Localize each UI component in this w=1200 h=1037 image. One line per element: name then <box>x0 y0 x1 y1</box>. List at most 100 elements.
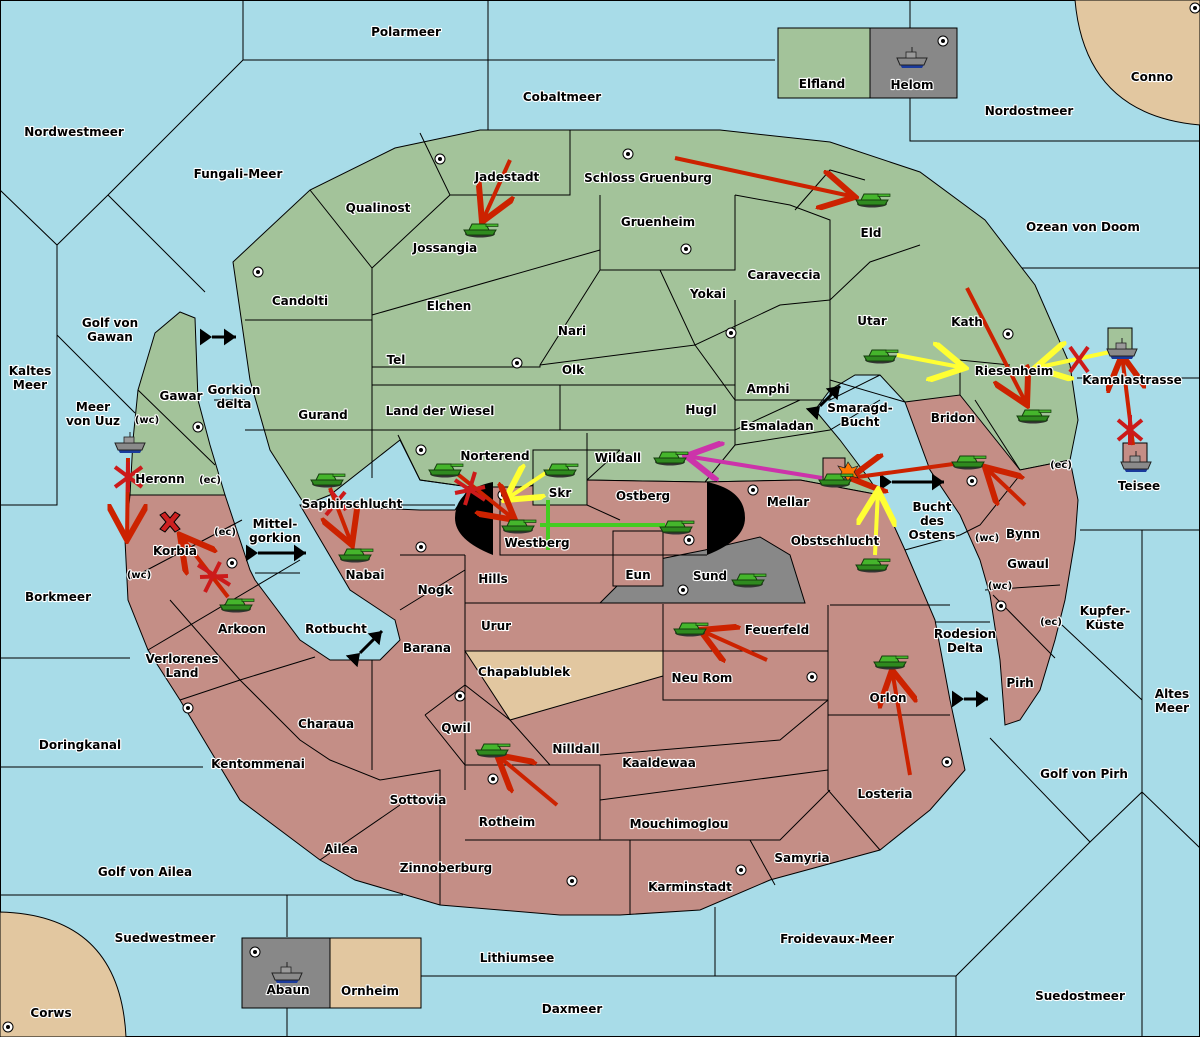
label-gwaul: Gwaul <box>1007 557 1049 571</box>
label-rodesion-delta-2: Delta <box>947 641 983 655</box>
label-arkoon: Arkoon <box>218 622 266 636</box>
label-conno: Conno <box>1131 70 1173 84</box>
label-kaltes-meer-2: Meer <box>13 378 47 392</box>
label-kentommenai: Kentommenai <box>211 757 305 771</box>
label-sund: Sund <box>693 569 727 583</box>
label-amphi: Amphi <box>746 382 789 396</box>
supply-center-icon <box>2 1021 14 1033</box>
supply-center-icon <box>434 153 446 165</box>
supply-center-icon <box>415 541 427 553</box>
supply-center-icon <box>226 557 238 569</box>
province-elfland[interactable] <box>777 27 871 99</box>
label-riesenheim: Riesenheim <box>975 364 1054 378</box>
label-nilldall: Nilldall <box>552 742 599 756</box>
label-heronn: Heronn <box>135 472 184 486</box>
passage-arrow-icon <box>805 384 842 421</box>
label-zinnoberburg: Zinnoberburg <box>400 861 492 875</box>
label-hugl: Hugl <box>685 403 716 417</box>
green-peninsula <box>129 311 226 496</box>
label-suedwestmeer: Suedwestmeer <box>115 931 216 945</box>
order-support-arrow <box>1035 352 1111 368</box>
label-bucht-des-ostens-3: Ostens <box>909 528 956 542</box>
label-altes-meer: Altes <box>1155 687 1189 701</box>
label-pirh: Pirh <box>1006 676 1033 690</box>
label-kaltes-meer: Kaltes <box>9 364 52 378</box>
label-mittelgorkion: Mittel- <box>253 517 298 531</box>
label-ozean-von-doom: Ozean von Doom <box>1026 220 1140 234</box>
label-altes-meer-2: Meer <box>1155 701 1189 715</box>
order-move-arrow <box>497 755 559 807</box>
order-move-arrow <box>700 630 768 660</box>
order-move-arrow <box>482 159 510 222</box>
supply-center-icon <box>252 266 264 278</box>
tunnel-east <box>707 482 745 555</box>
label-kath: Kath <box>951 315 983 329</box>
coast-label-gawar-wc: (wc) <box>135 415 159 426</box>
coast-label-heronn-ec: (ec) <box>199 475 221 486</box>
label-fungali-meer: Fungali-Meer <box>194 167 283 181</box>
label-feuerfeld: Feuerfeld <box>745 623 810 637</box>
supply-center-icon <box>415 444 427 456</box>
label-kupfer-kueste: Kupfer- <box>1080 604 1130 618</box>
label-skr: Skr <box>549 486 572 500</box>
label-kupfer-kueste-2: Küste <box>1086 618 1125 632</box>
label-karminstadt: Karminstadt <box>648 880 732 894</box>
label-orlon: Orlon <box>869 691 906 705</box>
failed-x-icon <box>1116 415 1144 445</box>
label-gurand: Gurand <box>298 408 348 422</box>
supply-center-icon <box>966 475 978 487</box>
supply-center-icon <box>454 690 466 702</box>
label-nordostmeer: Nordostmeer <box>985 104 1074 118</box>
failed-x-icon <box>453 471 487 506</box>
label-losteria: Losteria <box>857 787 912 801</box>
failed-x-icon <box>196 561 232 593</box>
passage-arrow-icon <box>345 629 384 668</box>
order-move-arrow <box>965 287 1027 405</box>
label-kamalastrasse: Kamalastrasse <box>1082 373 1182 387</box>
supply-center-icon <box>747 484 759 496</box>
supply-center-icon <box>487 773 499 785</box>
sea-border <box>107 194 206 293</box>
province-conno[interactable] <box>1074 0 1200 126</box>
label-abaun: Abaun <box>266 983 309 997</box>
label-nordwestmeer: Nordwestmeer <box>24 125 124 139</box>
label-sottovia: Sottovia <box>390 793 447 807</box>
label-qwil: Qwil <box>441 721 471 735</box>
province-ornheim[interactable] <box>329 937 422 1009</box>
label-wildall: Wildall <box>595 451 641 465</box>
sea-border <box>989 737 1200 849</box>
supply-center-icon <box>1189 2 1200 14</box>
label-golf-von-gawan-2: Gawan <box>87 330 133 344</box>
supply-center-icon <box>725 327 737 339</box>
label-rodesion-delta: Rodesion <box>934 627 996 641</box>
label-smaragd-bucht-2: Bucht <box>840 415 879 429</box>
label-tel: Tel <box>387 353 406 367</box>
label-golf-von-gawan: Golf von <box>82 316 138 330</box>
label-esmaladan: Esmaladan <box>740 419 813 433</box>
supply-center-icon <box>249 946 261 958</box>
label-meer-von-uuz: Meer <box>76 400 110 414</box>
supply-center-icon <box>941 756 953 768</box>
label-olk: Olk <box>562 363 585 377</box>
label-saphirschlucht: Saphirschlucht <box>302 497 403 511</box>
label-charaua: Charaua <box>298 717 354 731</box>
label-gawar: Gawar <box>159 389 202 403</box>
label-daxmeer: Daxmeer <box>542 1002 603 1016</box>
label-elchen: Elchen <box>427 299 472 313</box>
order-move-arrow <box>985 467 1027 507</box>
sea-border <box>1061 624 1143 701</box>
order-move-arrow <box>892 670 910 776</box>
province-eun[interactable] <box>612 530 664 587</box>
label-hills: Hills <box>478 572 508 586</box>
passages <box>200 328 988 708</box>
label-neu-rom: Neu Rom <box>672 671 733 685</box>
coast-label-bynn-ec: (ec) <box>1050 460 1072 471</box>
label-elfland: Elfland <box>799 77 845 91</box>
province-corws[interactable] <box>0 911 127 1037</box>
label-lithiumsee: Lithiumsee <box>480 951 555 965</box>
supply-center-icon <box>680 243 692 255</box>
supply-center-icon <box>1002 328 1014 340</box>
supply-center-icon <box>511 357 523 369</box>
label-samyria: Samyria <box>774 851 829 865</box>
label-korbia: Korbia <box>153 544 197 558</box>
